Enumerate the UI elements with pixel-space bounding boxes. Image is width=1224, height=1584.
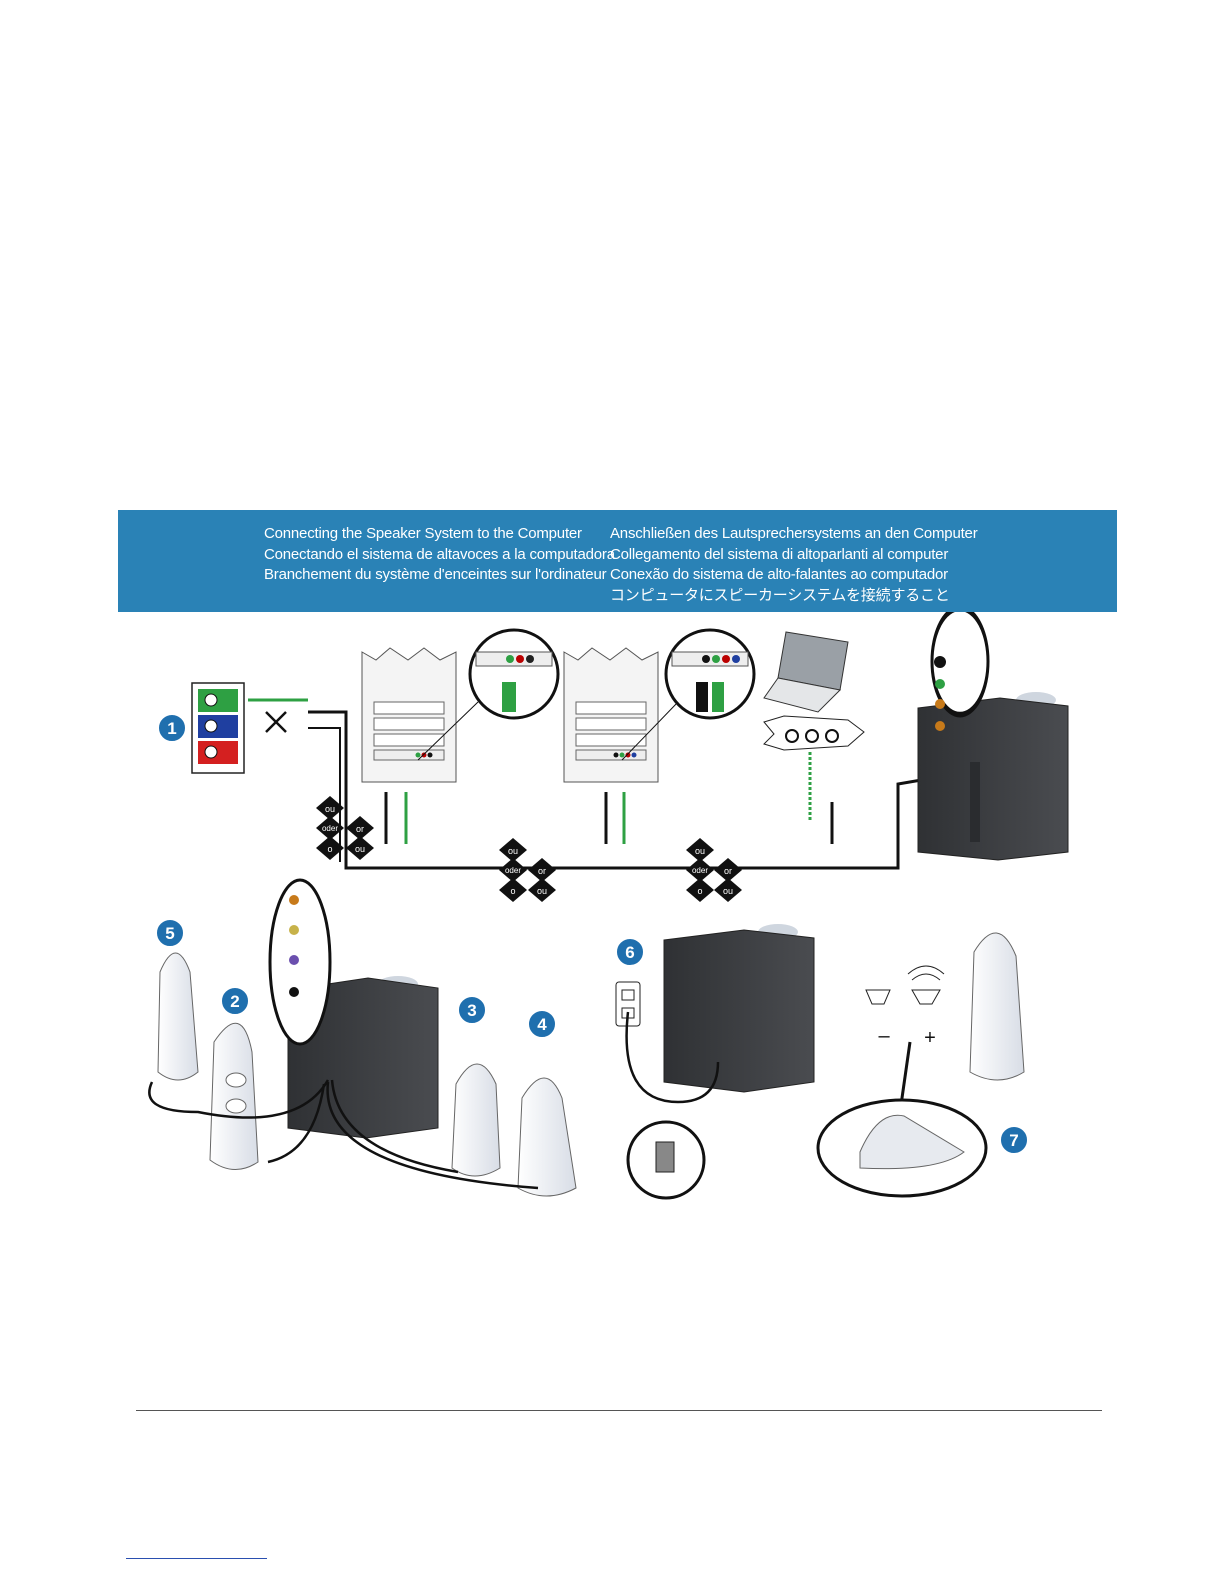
- or-word: oder: [505, 866, 521, 875]
- or-word: ou: [508, 846, 518, 856]
- footer-divider: [136, 1410, 1102, 1411]
- volume-detail: – +: [816, 932, 1025, 1198]
- footnote-rule: [126, 1558, 267, 1559]
- subwoofer-bottom: [268, 878, 439, 1139]
- or-word: o: [697, 886, 702, 896]
- title-english: Connecting the Speaker System to the Com…: [264, 525, 582, 542]
- svg-text:4: 4: [537, 1015, 547, 1034]
- or-word: ou: [325, 804, 335, 814]
- step-badge-2: 2: [220, 986, 250, 1016]
- or-word: o: [327, 844, 332, 854]
- or-word: ou: [355, 844, 365, 854]
- title-banner: Connecting the Speaker System to the Com…: [118, 510, 1117, 612]
- or-word: o: [510, 886, 515, 896]
- computer-tower-left: [361, 628, 560, 783]
- or-word: or: [356, 824, 364, 834]
- main-cable: [308, 710, 969, 870]
- step-badge-6: 6: [615, 937, 645, 967]
- step-badge-4: 4: [527, 1009, 557, 1039]
- minus-label: –: [878, 1025, 890, 1047]
- title-german: Anschließen des Lautsprechersystems an d…: [610, 525, 978, 542]
- or-cluster-middle: ou oder o or ou: [499, 838, 556, 902]
- title-spanish: Conectando el sistema de altavoces a la …: [264, 545, 615, 563]
- svg-text:2: 2: [230, 992, 239, 1011]
- connection-diagram: ou oder o or ou ou oder o or ou ou oder …: [118, 612, 1117, 1212]
- title-portuguese: Conexão do sistema de alto-falantes ao c…: [610, 566, 948, 583]
- banner-right-column: Anschließen des Lautsprechersystems an d…: [610, 524, 978, 606]
- laptop: [763, 631, 865, 822]
- or-word: ou: [695, 846, 705, 856]
- diagram-svg: ou oder o or ou ou oder o or ou ou oder …: [148, 612, 1069, 1200]
- banner-left-column: Connecting the Speaker System to the Com…: [264, 524, 615, 586]
- svg-text:3: 3: [467, 1001, 476, 1020]
- step-badge-3: 3: [457, 995, 487, 1025]
- or-cluster-right: ou oder o or ou: [686, 838, 742, 902]
- svg-text:7: 7: [1009, 1131, 1018, 1150]
- svg-text:5: 5: [165, 924, 174, 943]
- step-badge-1: 1: [157, 713, 187, 743]
- title-french: Branchement du système d'enceintes sur l…: [264, 566, 607, 583]
- power-setup: [615, 924, 815, 1200]
- or-word: or: [724, 866, 732, 876]
- svg-text:6: 6: [625, 943, 634, 962]
- speaker-center: [451, 1063, 501, 1177]
- step-badge-5: 5: [155, 918, 185, 948]
- step-badge-7: 7: [999, 1125, 1029, 1155]
- title-japanese: コンピュータにスピーカーシステムを接続すること: [610, 586, 950, 604]
- speaker-rear-left: [157, 952, 199, 1081]
- title-italian: Collegamento del sistema di altoparlanti…: [610, 545, 949, 563]
- computer-tower-right: [563, 628, 756, 783]
- speaker-rear-right: [517, 1077, 577, 1197]
- or-word: oder: [692, 866, 708, 875]
- or-word: or: [538, 866, 546, 876]
- or-cluster-left: ou oder o or ou: [316, 796, 374, 860]
- or-word: oder: [322, 824, 338, 833]
- speaker-front-left: [209, 1022, 259, 1170]
- subwoofer-top: [917, 612, 1069, 861]
- jack-panel: [191, 682, 308, 774]
- plus-label: +: [924, 1027, 936, 1049]
- or-word: ou: [723, 886, 733, 896]
- or-word: ou: [537, 886, 547, 896]
- svg-text:1: 1: [167, 719, 176, 738]
